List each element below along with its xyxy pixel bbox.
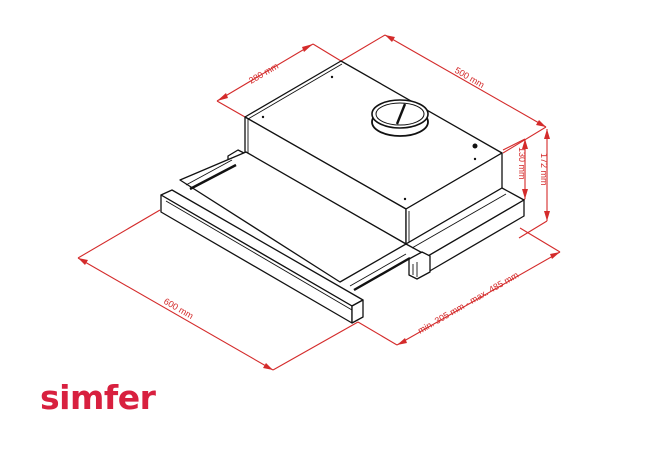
dim-total-height-label: 172 mm	[539, 153, 549, 186]
duct-collar	[371, 99, 429, 137]
dim-depth-label: 280 mm	[247, 61, 280, 86]
dim-extension-label: min. 305 mm - max. 485 mm	[416, 270, 520, 336]
brand-logo: simfer	[40, 378, 156, 417]
dimension-lines	[77, 34, 561, 371]
front-visor	[160, 189, 364, 324]
dim-length-label: 500 mm	[453, 65, 486, 90]
hood-body	[160, 60, 525, 324]
dim-body-height-label: 130 mm	[517, 147, 527, 180]
